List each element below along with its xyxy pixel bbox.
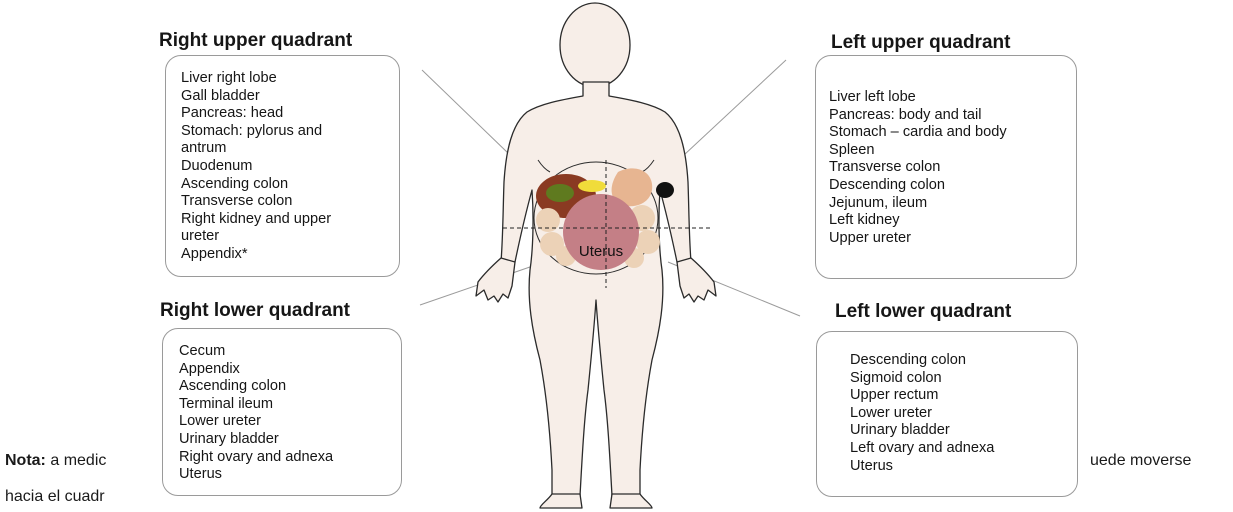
uterus-label: Uterus: [579, 243, 623, 260]
gallbladder: [546, 184, 574, 202]
spleen: [656, 182, 674, 198]
right-hand: [476, 258, 515, 302]
note-line-2-start: hacia el cuadr: [5, 488, 105, 506]
note-label: Nota:: [5, 452, 46, 469]
note-line-1-start: Nota: a medic: [5, 452, 106, 470]
left-foot: [610, 494, 652, 508]
torso-and-legs: [501, 82, 691, 496]
pancreas: [578, 180, 606, 192]
left-hand: [677, 258, 716, 302]
note-text-start: a medic: [50, 452, 106, 469]
note-line-1-end: uede moverse: [1090, 452, 1191, 470]
right-foot: [540, 494, 582, 508]
head: [560, 3, 630, 87]
